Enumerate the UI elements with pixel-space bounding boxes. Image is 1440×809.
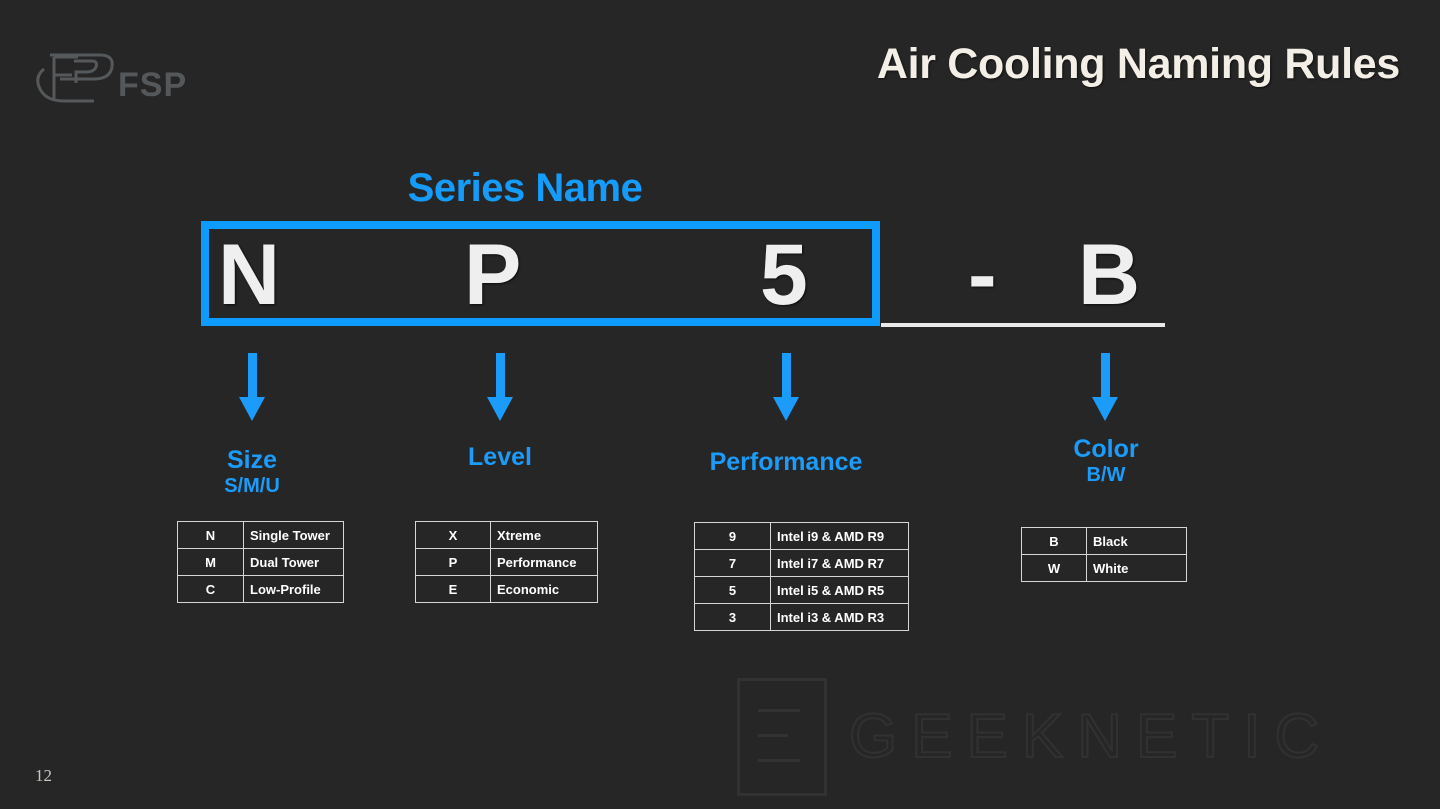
arrow-down-icon-performance (773, 353, 799, 421)
arrow-down-icon-size (239, 353, 265, 421)
geeknetic-e-logo-icon (737, 678, 827, 796)
fsp-logo: FSP (30, 45, 210, 115)
legend-table-performance: 9 Intel i9 & AMD R9 7 Intel i7 & AMD R7 … (694, 522, 909, 631)
arrow-head (773, 397, 799, 421)
code-char-separator: - (968, 227, 997, 323)
arrow-head (1092, 397, 1118, 421)
table-cell-meaning: Single Tower (243, 521, 344, 549)
code-char-performance: 5 (760, 227, 808, 323)
geeknetic-watermark: GEEKNETIC (737, 678, 1333, 796)
arrow-shaft (1101, 353, 1110, 399)
table-cell-meaning: Black (1086, 527, 1187, 555)
table-row: P Performance (415, 548, 598, 576)
table-row: W White (1021, 554, 1187, 582)
table-cell-meaning: Intel i9 & AMD R9 (770, 522, 909, 550)
table-cell-meaning: White (1086, 554, 1187, 582)
watermark-text: GEEKNETIC (848, 702, 1334, 771)
logo-bar (758, 734, 788, 737)
color-code-underline (881, 323, 1165, 327)
legend-table-size: N Single Tower M Dual Tower C Low-Profil… (177, 521, 344, 603)
table-row: X Xtreme (415, 521, 598, 549)
series-name-label: Series Name (407, 166, 643, 210)
table-cell-code: 7 (694, 549, 771, 577)
code-char-color: B (1078, 227, 1141, 323)
arrow-shaft (782, 353, 791, 399)
fsp-wordmark: FSP (118, 66, 188, 104)
logo-bar (758, 709, 800, 712)
table-cell-meaning: Performance (490, 548, 598, 576)
table-row: B Black (1021, 527, 1187, 555)
table-cell-code: P (415, 548, 491, 576)
table-cell-code: E (415, 575, 491, 603)
table-cell-code: B (1021, 527, 1087, 555)
category-title-color: Color (1073, 435, 1139, 463)
legend-table-color: B Black W White (1021, 527, 1187, 582)
arrow-shaft (248, 353, 257, 399)
table-cell-meaning: Low-Profile (243, 575, 344, 603)
table-row: 3 Intel i3 & AMD R3 (694, 603, 909, 631)
table-cell-code: C (177, 575, 244, 603)
fsp-emblem-icon (36, 53, 114, 103)
category-title-size: Size (226, 446, 278, 474)
category-label-color: Color B/W (1016, 436, 1196, 486)
table-cell-meaning: Intel i7 & AMD R7 (770, 549, 909, 577)
series-name-box (201, 221, 880, 326)
page-title: Air Cooling Naming Rules (876, 40, 1400, 88)
category-label-size: Size S/M/U (162, 447, 342, 497)
category-subtitle-color: B/W (1086, 464, 1126, 487)
table-cell-code: X (415, 521, 491, 549)
table-cell-code: W (1021, 554, 1087, 582)
arrow-head (239, 397, 265, 421)
table-row: N Single Tower (177, 521, 344, 549)
table-cell-meaning: Intel i3 & AMD R3 (770, 603, 909, 631)
table-cell-meaning: Economic (490, 575, 598, 603)
table-row: 5 Intel i5 & AMD R5 (694, 576, 909, 604)
legend-table-level: X Xtreme P Performance E Economic (415, 521, 598, 603)
table-cell-code: 9 (694, 522, 771, 550)
category-label-performance: Performance (676, 448, 896, 476)
arrow-down-icon-level (487, 353, 513, 421)
category-label-level: Level (410, 443, 590, 471)
code-char-level: P (464, 227, 522, 323)
table-cell-code: M (177, 548, 244, 576)
table-row: 9 Intel i9 & AMD R9 (694, 522, 909, 550)
table-row: 7 Intel i7 & AMD R7 (694, 549, 909, 577)
table-row: M Dual Tower (177, 548, 344, 576)
table-row: C Low-Profile (177, 575, 344, 603)
arrow-head (487, 397, 513, 421)
arrow-shaft (496, 353, 505, 399)
table-row: E Economic (415, 575, 598, 603)
code-char-size: N (218, 227, 281, 323)
page-number: 12 (35, 766, 52, 785)
table-cell-code: N (177, 521, 244, 549)
table-cell-meaning: Xtreme (490, 521, 598, 549)
logo-bar (758, 759, 800, 762)
arrow-down-icon-color (1092, 353, 1118, 421)
category-title-level: Level (468, 443, 532, 471)
table-cell-code: 3 (694, 603, 771, 631)
category-subtitle-size: S/M/U (224, 475, 280, 498)
table-cell-meaning: Dual Tower (243, 548, 344, 576)
table-cell-code: 5 (694, 576, 771, 604)
category-title-performance: Performance (709, 448, 863, 476)
table-cell-meaning: Intel i5 & AMD R5 (770, 576, 909, 604)
